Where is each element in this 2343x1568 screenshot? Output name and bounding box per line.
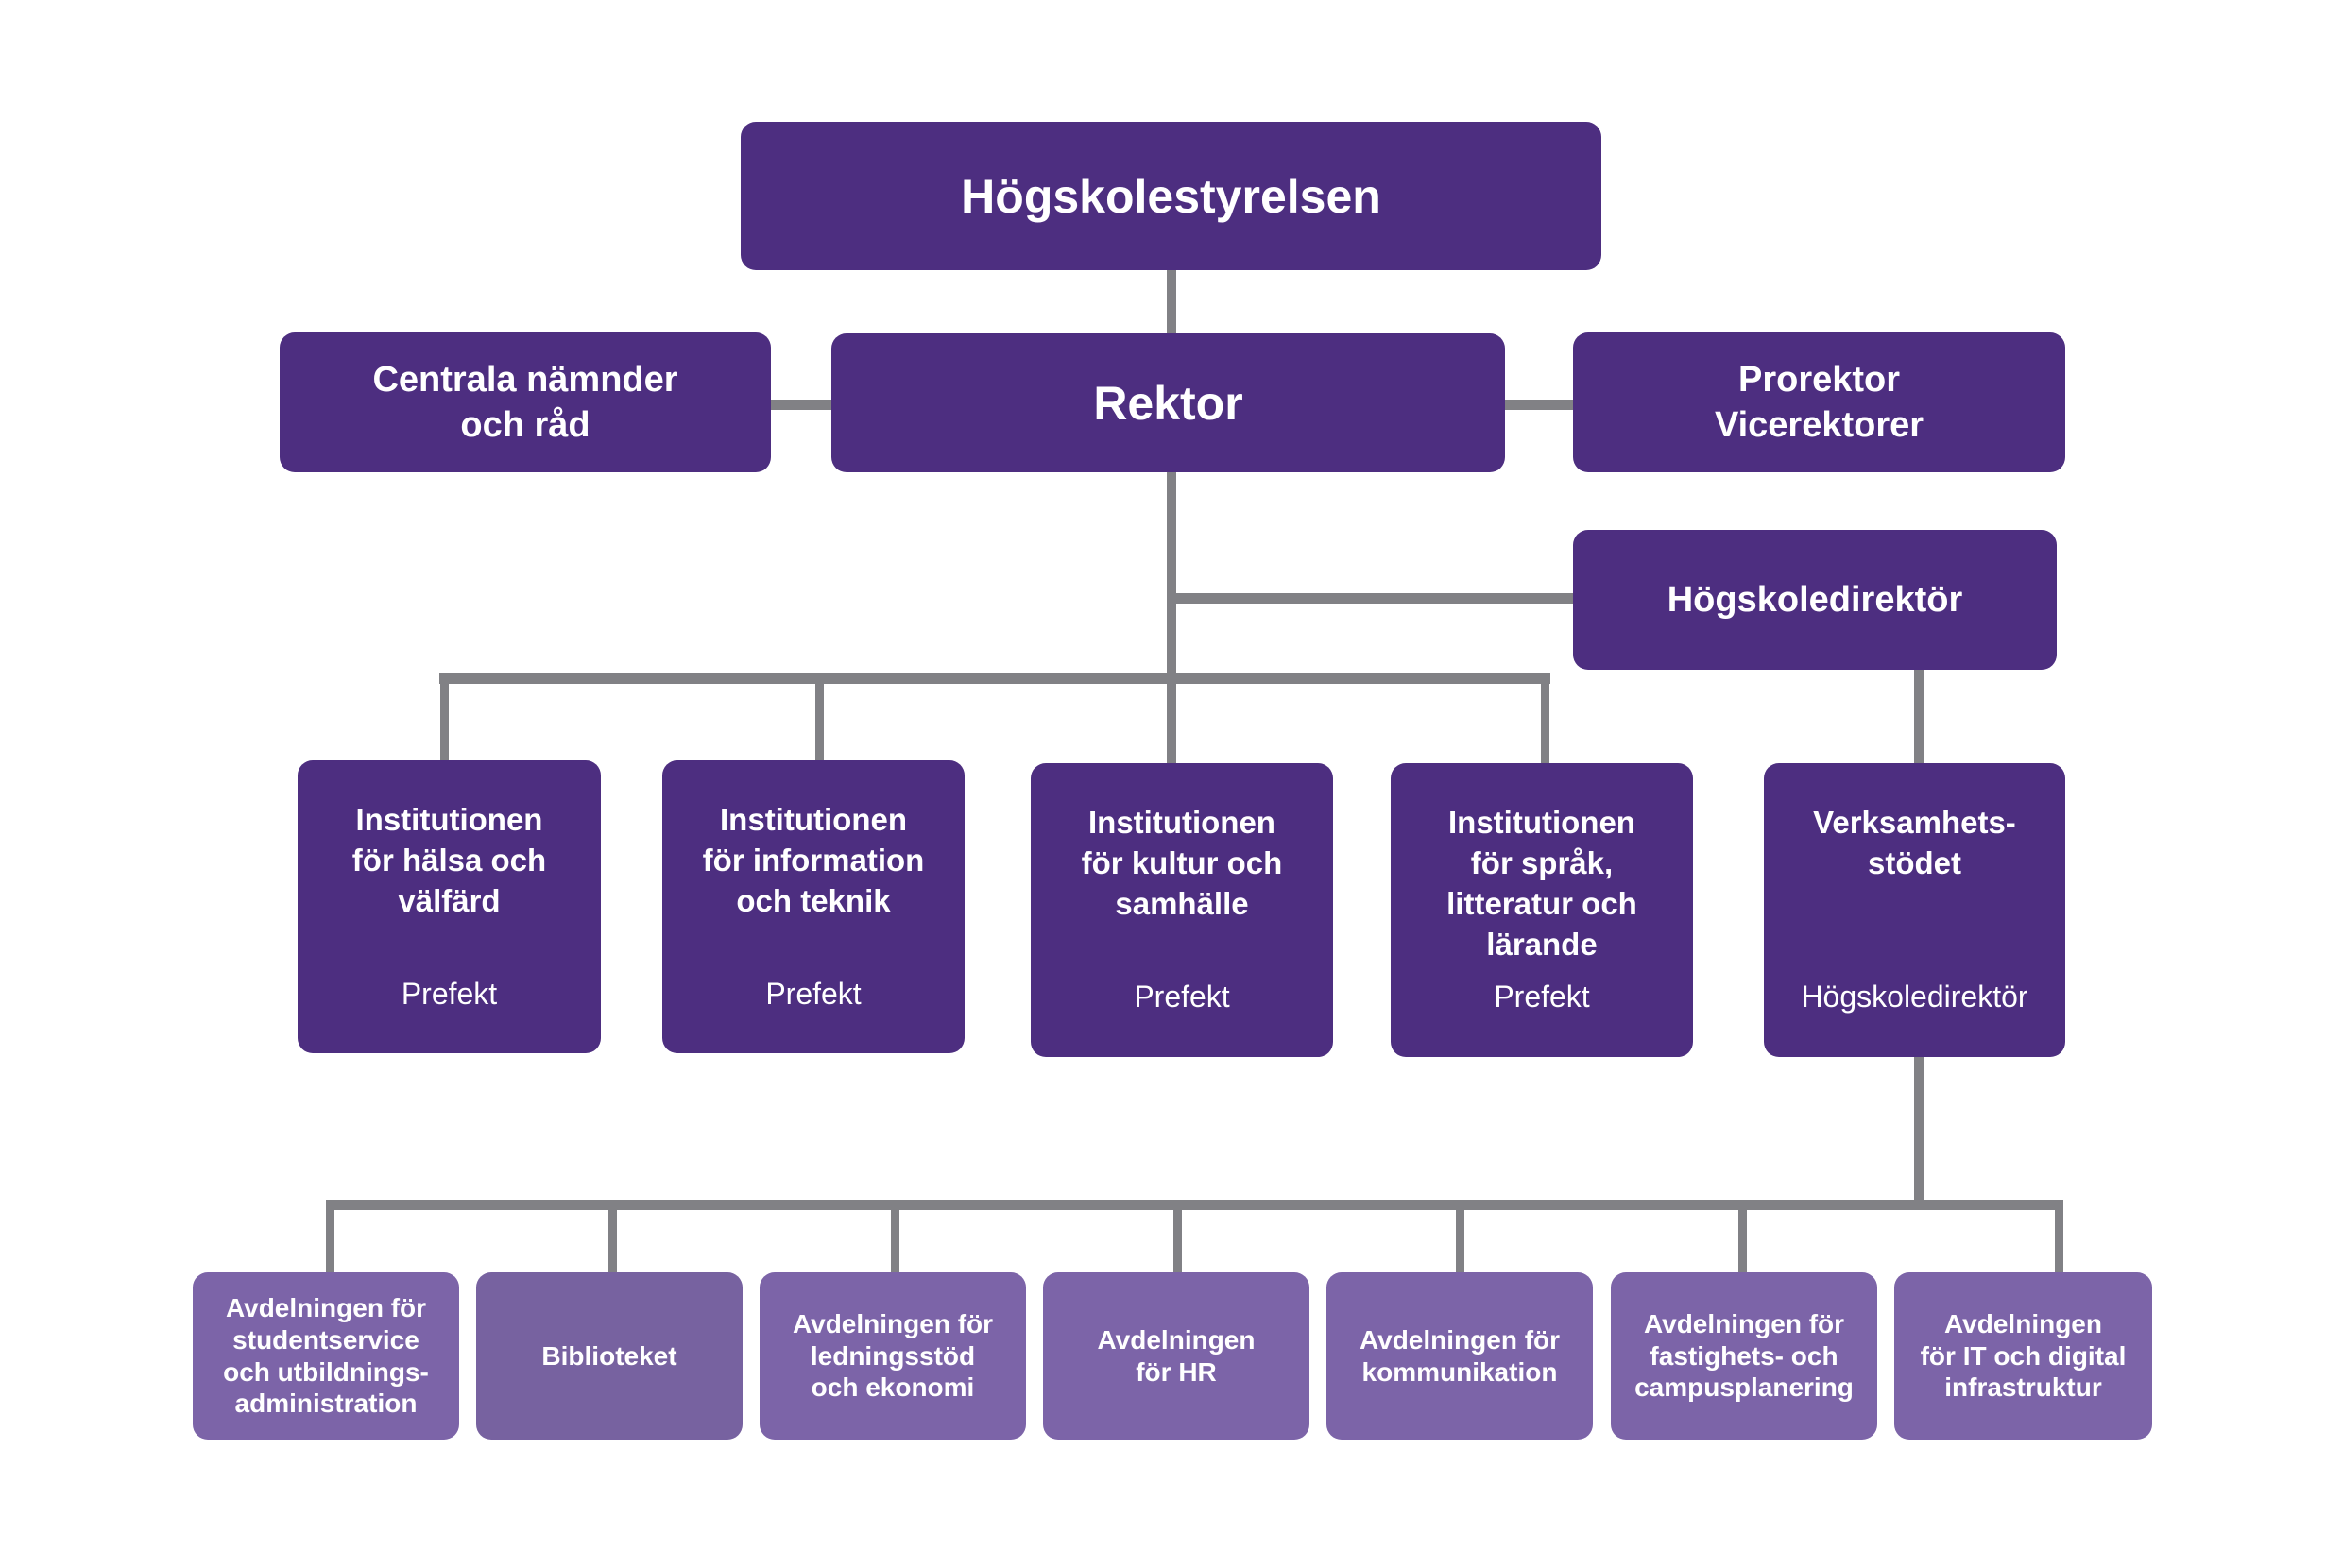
- division-name: Avdelningen för IT och digital infrastru…: [1920, 1309, 2127, 1403]
- support-box[interactable]: Verksamhets- stödet Högskoledirektör: [1764, 763, 2065, 1057]
- department-box[interactable]: Institutionen för språk, litteratur och …: [1391, 763, 1693, 1057]
- department-box[interactable]: Institutionen för hälsa och välfärd Pref…: [298, 760, 601, 1053]
- connector-director-support: [1914, 670, 1924, 764]
- connector-dept-1: [440, 673, 449, 761]
- connector-board-rector: [1167, 270, 1176, 334]
- division-box[interactable]: Biblioteket: [476, 1272, 743, 1440]
- connector-div-6: [1738, 1200, 1747, 1273]
- department-box[interactable]: Institutionen för kultur och samhälle Pr…: [1031, 763, 1333, 1057]
- department-name: Institutionen för hälsa och välfärd: [351, 802, 547, 918]
- department-head: Prefekt: [1134, 980, 1230, 1014]
- division-name: Avdelningen för fastighets- och campuspl…: [1634, 1309, 1854, 1403]
- rector-label: Rektor: [1093, 376, 1243, 430]
- prorector-box[interactable]: Prorektor Vicerektorer: [1573, 332, 2065, 472]
- division-bus: [326, 1200, 2062, 1210]
- central-committees-label: Centrala nämnder och råd: [372, 359, 678, 445]
- support-name: Verksamhets- stödet: [1813, 805, 2016, 880]
- connector-div-7: [2055, 1200, 2063, 1273]
- department-name: Institutionen för information och teknik: [702, 802, 925, 918]
- university-director-label: Högskoledirektör: [1667, 579, 1963, 620]
- division-box[interactable]: Avdelningen för HR: [1043, 1272, 1309, 1440]
- connector-rector-trunk: [1167, 472, 1176, 763]
- connector-trunk-director: [1172, 593, 1573, 604]
- department-head: Prefekt: [401, 977, 498, 1011]
- department-name: Institutionen för kultur och samhälle: [1081, 805, 1283, 921]
- division-box[interactable]: Avdelningen för fastighets- och campuspl…: [1611, 1272, 1877, 1440]
- connector-support-bus: [1914, 1056, 1924, 1205]
- department-name: Institutionen för språk, litteratur och …: [1446, 805, 1637, 962]
- division-box[interactable]: Avdelningen för studentservice och utbil…: [193, 1272, 459, 1440]
- board-label: Högskolestyrelsen: [961, 169, 1381, 223]
- department-head: Prefekt: [765, 977, 862, 1011]
- connector-div-4: [1173, 1200, 1182, 1273]
- department-box[interactable]: Institutionen för information och teknik…: [662, 760, 965, 1053]
- connector-div-5: [1456, 1200, 1464, 1273]
- connector-dept-4: [1541, 673, 1549, 764]
- department-bus: [439, 673, 1550, 684]
- division-name: Avdelningen för studentservice och utbil…: [223, 1293, 429, 1419]
- department-head: Prefekt: [1494, 980, 1590, 1014]
- university-director-box[interactable]: Högskoledirektör: [1573, 530, 2057, 670]
- division-box[interactable]: Avdelningen för ledningsstöd och ekonomi: [760, 1272, 1026, 1440]
- connector-committees-rector: [771, 400, 831, 410]
- division-name: Avdelningen för HR: [1097, 1324, 1256, 1387]
- connector-div-2: [608, 1200, 617, 1273]
- connector-rector-prorector: [1505, 400, 1573, 410]
- division-name: Biblioteket: [541, 1340, 677, 1371]
- board-box[interactable]: Högskolestyrelsen: [741, 122, 1601, 270]
- prorector-label: Prorektor Vicerektorer: [1714, 359, 1924, 445]
- connector-div-1: [326, 1200, 334, 1273]
- division-box[interactable]: Avdelningen för kommunikation: [1326, 1272, 1593, 1440]
- division-box[interactable]: Avdelningen för IT och digital infrastru…: [1894, 1272, 2152, 1440]
- rector-box[interactable]: Rektor: [831, 333, 1505, 472]
- connector-dept-2: [815, 673, 824, 761]
- division-name: Avdelningen för kommunikation: [1359, 1324, 1561, 1387]
- connector-div-3: [891, 1200, 899, 1273]
- support-head: Högskoledirektör: [1801, 980, 2028, 1014]
- division-name: Avdelningen för ledningsstöd och ekonomi: [792, 1309, 994, 1403]
- central-committees-box[interactable]: Centrala nämnder och råd: [280, 332, 771, 472]
